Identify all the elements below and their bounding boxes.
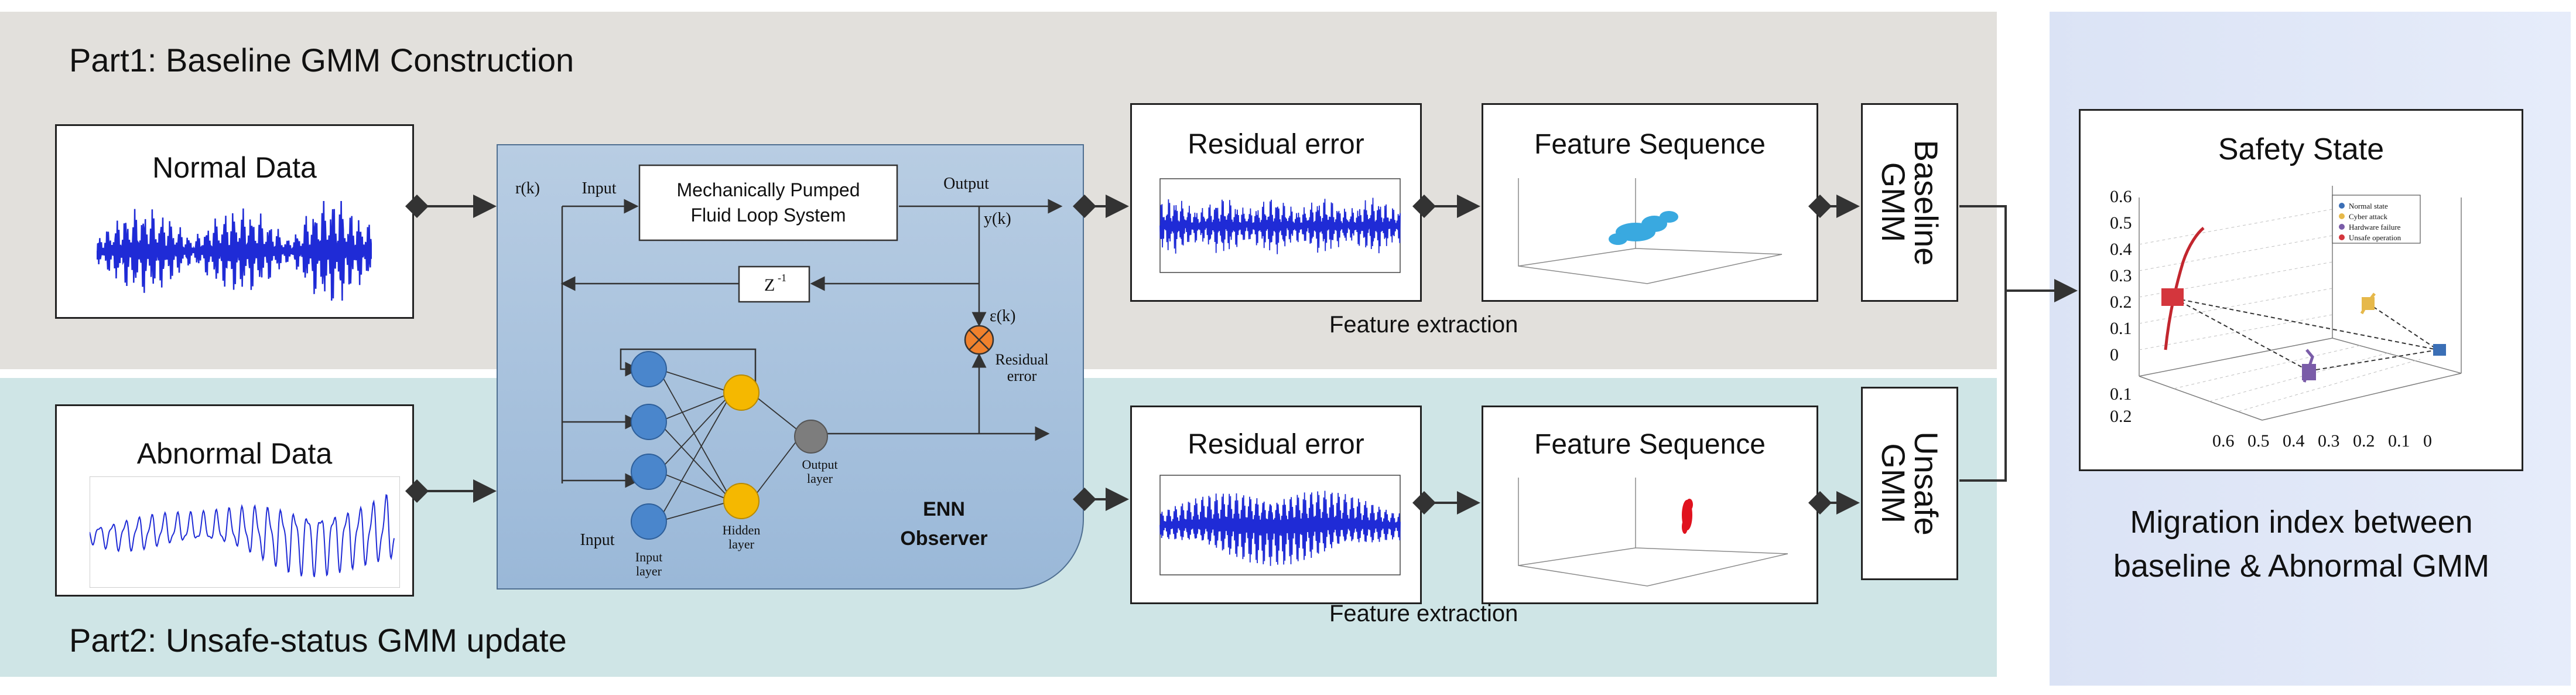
x-tick-label: 0.5 (2247, 431, 2270, 451)
z-tick-label: 0.1 (2110, 384, 2132, 404)
part1-title: Part1: Baseline GMM Construction (69, 42, 574, 79)
safety-axes (2139, 186, 2462, 421)
z-tick-label: 0.2 (2110, 407, 2132, 426)
feature-top-plot (1518, 178, 1783, 284)
residual-top-plot (1159, 178, 1401, 273)
feature-extraction-top: Feature extraction (1329, 312, 1518, 338)
residual-error-bottom-box: Residual error (1130, 406, 1422, 604)
safety-state-title: Safety State (2218, 132, 2385, 166)
legend-label: Hardware failure (2349, 223, 2401, 231)
unsafe-operation-cluster (2161, 227, 2205, 350)
y-tick-label: 0.4 (2110, 240, 2132, 259)
x-tick-label: 0.1 (2388, 431, 2410, 451)
legend-label: Cyber attack (2349, 212, 2388, 221)
x-tick-label: 0 (2423, 431, 2432, 451)
abnormal-data-signal (90, 476, 400, 588)
migration-caption-line-1: Migration index between (2130, 505, 2473, 540)
baseline-gmm-label: Baseline GMM (1875, 139, 1945, 265)
feature-sequence-bottom-title: Feature Sequence (1534, 429, 1766, 460)
feature-sequence-top-box: Feature Sequence (1482, 103, 1818, 302)
residual-error-top-title: Residual error (1188, 129, 1364, 160)
unsafe-gmm-box: Unsafe GMM (1861, 387, 1958, 580)
safety-y-ticks: 0.6 0.5 0.4 0.3 0.2 0.1 0 (2110, 187, 2132, 364)
migration-caption-line-2: baseline & Abnormal GMM (2113, 548, 2490, 584)
x-tick-label: 0.4 (2283, 431, 2305, 451)
part2-title: Part2: Unsafe-status GMM update (69, 622, 567, 659)
enn-observer-panel (497, 144, 1084, 590)
abnormal-data-box: Abnormal Data (55, 404, 414, 597)
legend-marker (2339, 203, 2345, 209)
y-tick-label: 0.3 (2110, 266, 2132, 285)
safety-z-ticks: 0.10.2 (2110, 384, 2132, 426)
migration-lines (2174, 298, 2438, 372)
baseline-gmm-box: Baseline GMM (1861, 103, 1958, 302)
unsafe-gmm-label: Unsafe GMM (1875, 431, 1945, 536)
legend-marker (2339, 213, 2345, 219)
residual-error-top-box: Residual error (1130, 103, 1422, 302)
feature-extraction-bottom: Feature extraction (1329, 601, 1518, 626)
y-tick-label: 0.5 (2110, 213, 2132, 233)
feature-sequence-top-title: Feature Sequence (1534, 129, 1766, 160)
legend-marker (2339, 234, 2345, 240)
safety-x-ticks: 0.6 0.5 0.4 0.3 0.2 0.1 0 (2212, 431, 2432, 451)
legend-label: Unsafe operation (2349, 233, 2401, 242)
residual-error-bottom-title: Residual error (1188, 429, 1364, 460)
hardware-failure-cluster (2302, 349, 2316, 383)
normal-data-title: Normal Data (152, 151, 317, 184)
feature-bottom-plot (1518, 478, 1788, 587)
x-tick-label: 0.3 (2318, 431, 2340, 451)
x-tick-label: 0.2 (2353, 431, 2375, 451)
y-tick-label: 0.6 (2110, 187, 2132, 206)
y-tick-label: 0 (2110, 345, 2119, 364)
normal-state-cluster (2433, 344, 2446, 356)
safety-gridlines (2139, 209, 2421, 412)
y-tick-label: 0.2 (2110, 292, 2132, 312)
cyber-attack-cluster (2360, 292, 2376, 315)
y-tick-label: 0.1 (2110, 319, 2132, 338)
feature-sequence-bottom-box: Feature Sequence (1482, 406, 1818, 604)
abnormal-data-title: Abnormal Data (136, 437, 333, 470)
x-tick-label: 0.6 (2212, 431, 2235, 451)
normal-data-signal (97, 201, 372, 301)
residual-bottom-plot (1159, 475, 1401, 575)
legend-marker (2339, 224, 2345, 230)
normal-data-box: Normal Data (55, 124, 414, 319)
legend-label: Normal state (2349, 202, 2388, 210)
